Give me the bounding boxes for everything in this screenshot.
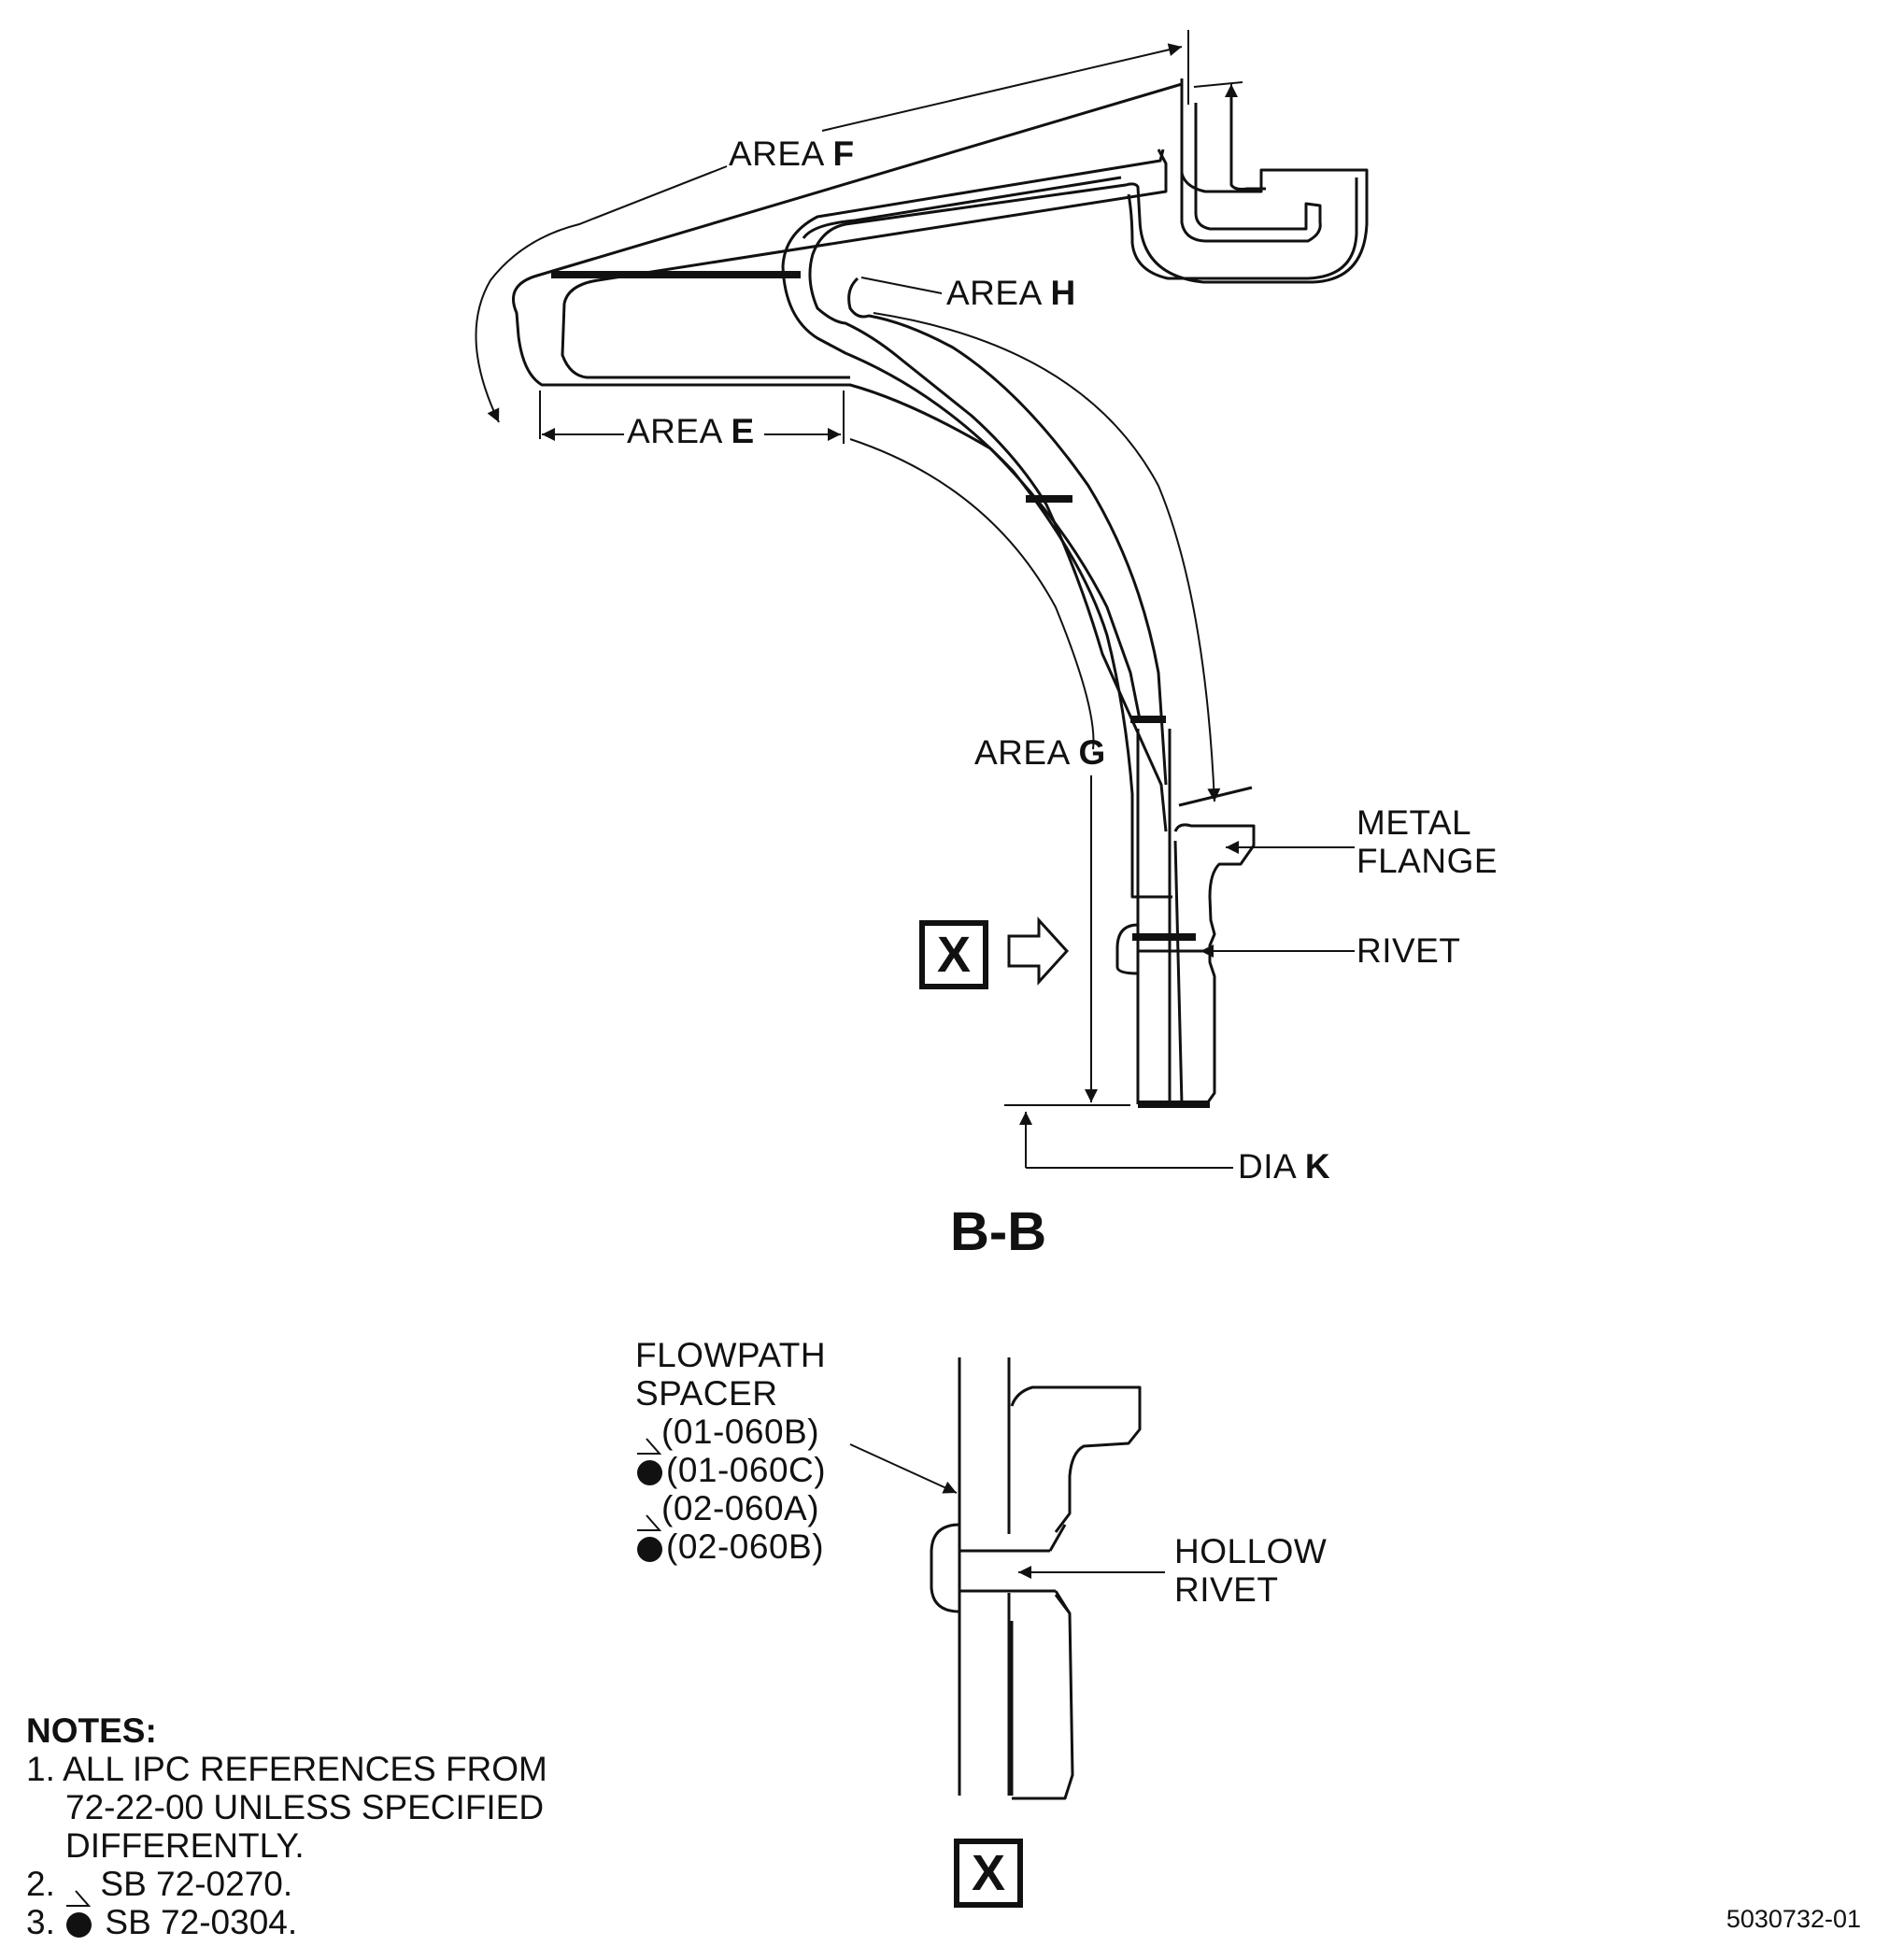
segment-bands <box>551 271 1210 1108</box>
dot-symbol-icon <box>637 1536 662 1562</box>
view-x-marker: X <box>919 920 988 989</box>
note-2: 2. SB 72-0270. <box>26 1865 547 1908</box>
hollow-rivet-label: HOLLOW RIVET <box>1174 1532 1328 1609</box>
dot-symbol-icon <box>637 1459 662 1485</box>
area-e-label: AREA E <box>627 412 755 450</box>
notes-heading: NOTES: <box>26 1711 157 1750</box>
note-1-line-2: 72-22-00 UNLESS SPECIFIED <box>65 1788 545 1826</box>
triangle-symbol-icon <box>635 1425 662 1456</box>
detail-x-leaders <box>849 1443 1165 1579</box>
detail-x-drawing <box>930 1357 1142 1800</box>
note-1-line-1: 1. ALL IPC REFERENCES FROM <box>26 1750 547 1788</box>
ref-row-4: (02-060B) <box>635 1527 826 1566</box>
detail-x-marker: X <box>954 1839 1023 1908</box>
seal-profile <box>512 78 1369 899</box>
triangle-symbol-icon <box>635 1501 662 1532</box>
dot-symbol-icon <box>66 1911 92 1938</box>
rivet-label: RIVET <box>1356 931 1461 970</box>
notes-block: NOTES: 1. ALL IPC REFERENCES FROM 72-22-… <box>26 1711 547 1941</box>
view-arrow <box>1007 916 1070 986</box>
ref-row-2: (01-060C) <box>635 1451 826 1489</box>
flowpath-spacer-label: FLOWPATH SPACER (01-060B) (01-060C) (02-… <box>635 1336 827 1566</box>
ref-row-1: (01-060B) <box>635 1413 826 1456</box>
area-g-label: AREA G <box>974 733 1106 772</box>
area-f-label: AREA F <box>729 135 855 173</box>
section-title: B-B <box>950 1201 1047 1262</box>
note-3: 3. SB 72-0304. <box>26 1903 298 1941</box>
figure-number: 5030732-01 <box>1726 1905 1861 1933</box>
ref-row-3: (02-060A) <box>635 1489 826 1532</box>
dia-k-label: DIA K <box>1238 1147 1331 1186</box>
area-h-label: AREA H <box>946 274 1076 312</box>
metal-flange-label: METAL FLANGE <box>1356 803 1498 880</box>
lower-wall <box>1115 729 1256 1107</box>
note-1-line-3: DIFFERENTLY. <box>65 1826 305 1865</box>
triangle-symbol-icon <box>64 1877 92 1908</box>
dimension-lines <box>475 30 1355 1169</box>
